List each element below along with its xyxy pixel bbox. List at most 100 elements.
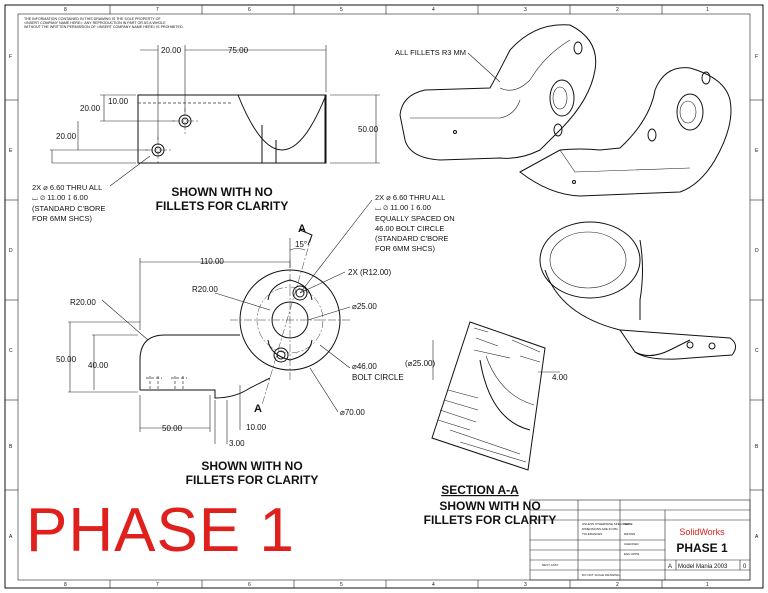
svg-text:FILLETS FOR CLARITY: FILLETS FOR CLARITY [424,513,557,527]
svg-text:DRAWN: DRAWN [624,532,635,536]
drawing-title: PHASE 1 [676,541,728,555]
svg-text:8: 8 [64,582,67,588]
svg-text:8: 8 [64,7,67,13]
svg-text:BOLT CIRCLE: BOLT CIRCLE [352,373,404,382]
svg-text:4.00: 4.00 [552,373,568,382]
svg-text:⌴ ⌀ 11.00 ↧ 6.00: ⌴ ⌀ 11.00 ↧ 6.00 [375,203,431,212]
section-a-a: (⌀25.00) 4.00 SECTION A-A SHOWN WITH NO … [405,321,568,527]
top-view: 20.00 75.00 10.00 20.00 20.00 50.00 2X ⌀… [32,45,380,223]
svg-text:E: E [9,148,13,154]
svg-text:20.00: 20.00 [56,132,77,141]
svg-text:6: 6 [248,7,251,13]
svg-text:DIMENSIONS ARE IN MM: DIMENSIONS ARE IN MM [582,527,618,531]
svg-text:D: D [755,248,759,254]
svg-text:3.00: 3.00 [229,439,245,448]
svg-text:75.00: 75.00 [228,46,249,55]
svg-text:4: 4 [432,582,435,588]
svg-text:NEXT ASSY: NEXT ASSY [542,563,559,567]
svg-text:B: B [755,444,759,450]
svg-text:<INSERT COMPANY NAME HERE>. AN: <INSERT COMPANY NAME HERE>. ANY REPRODUC… [24,21,166,25]
top-view-outline [137,94,327,164]
svg-text:4: 4 [432,7,435,13]
svg-text:110.00: 110.00 [200,257,224,266]
svg-text:A: A [9,534,13,540]
svg-text:DO NOT SCALE DRAWING: DO NOT SCALE DRAWING [582,573,620,577]
section-label-top: A [298,223,306,235]
svg-text:20.00: 20.00 [161,46,182,55]
svg-text:⌀46.00: ⌀46.00 [352,362,377,371]
svg-text:E: E [755,148,759,154]
svg-text:2X ⌀ 6.60 THRU ALL: 2X ⌀ 6.60 THRU ALL [32,183,102,192]
svg-text:THE INFORMATION CONTAINED IN T: THE INFORMATION CONTAINED IN THIS DRAWIN… [24,17,161,21]
svg-text:1: 1 [706,7,709,13]
zone-ticks [5,5,763,588]
svg-text:CHECKED: CHECKED [624,542,640,546]
svg-text:C: C [755,348,759,354]
svg-text:(⌀25.00): (⌀25.00) [405,359,436,368]
svg-text:40.00: 40.00 [88,361,109,370]
svg-text:46.00 BOLT CIRCLE: 46.00 BOLT CIRCLE [375,224,444,233]
svg-text:1: 1 [706,582,709,588]
phase-banner: PHASE 1 [26,496,295,565]
svg-text:ALL FILLETS R3 MM: ALL FILLETS R3 MM [395,48,466,57]
iso-view-2 [519,67,732,197]
iso-view-1: ALL FILLETS R3 MM [395,24,597,161]
inner-border [17,13,751,581]
svg-text:50.00: 50.00 [358,125,379,134]
svg-text:SHOWN WITH NO: SHOWN WITH NO [439,499,540,513]
svg-text:10.00: 10.00 [246,423,267,432]
svg-text:2: 2 [616,582,619,588]
svg-text:3: 3 [524,582,527,588]
svg-text:ENG APPR: ENG APPR [624,552,640,556]
svg-text:⌴ ⌀ 11.00 ↧ 6.00: ⌴ ⌀ 11.00 ↧ 6.00 [32,193,88,202]
svg-text:FOR 6MM SHCS): FOR 6MM SHCS) [32,214,93,223]
svg-text:A: A [755,534,759,540]
front-view: 110.00 50.00 40.00 R20.00 R20.00 50.00 3… [56,193,455,487]
svg-text:2X ⌀ 6.60 THRU ALL: 2X ⌀ 6.60 THRU ALL [375,193,445,202]
svg-text:7: 7 [156,582,159,588]
svg-text:0: 0 [743,564,747,570]
svg-text:UNLESS OTHERWISE SPECIFIED: UNLESS OTHERWISE SPECIFIED [582,522,630,526]
svg-text:B: B [9,444,13,450]
svg-text:2: 2 [616,7,619,13]
svg-text:FOR 6MM SHCS): FOR 6MM SHCS) [375,244,436,253]
section-label-bottom: A [254,403,262,415]
svg-text:2X (R12.00): 2X (R12.00) [348,268,391,277]
svg-text:20.00: 20.00 [80,104,101,113]
svg-text:⌀70.00: ⌀70.00 [340,408,365,417]
svg-text:(STANDARD C'BORE: (STANDARD C'BORE [375,234,448,243]
svg-text:50.00: 50.00 [56,355,77,364]
section-cut-line [261,234,313,406]
svg-text:NAME: NAME [624,522,633,526]
svg-text:⌀25.00: ⌀25.00 [352,302,377,311]
svg-text:6: 6 [248,582,251,588]
svg-text:Model Mania 2003: Model Mania 2003 [678,564,728,570]
svg-text:(STANDARD C'BORE: (STANDARD C'BORE [32,204,105,213]
section-outline [431,321,546,471]
iso-view-3 [539,221,736,360]
svg-text:WITHOUT THE WRITTEN PERMISSION: WITHOUT THE WRITTEN PERMISSION OF <INSER… [24,25,184,29]
svg-text:10.00: 10.00 [108,97,129,106]
svg-text:FILLETS FOR CLARITY: FILLETS FOR CLARITY [156,199,289,213]
svg-text:50.00: 50.00 [162,424,183,433]
svg-text:SHOWN WITH NO: SHOWN WITH NO [201,459,302,473]
proprietary-note: THE INFORMATION CONTAINED IN THIS DRAWIN… [24,17,184,29]
svg-text:15°: 15° [295,240,307,249]
bolt-circle [256,286,324,354]
svg-text:D: D [9,248,13,254]
svg-text:5: 5 [340,7,343,13]
company-name: SolidWorks [679,527,725,537]
svg-text:C: C [9,348,13,354]
svg-text:3: 3 [524,7,527,13]
svg-text:TOLERANCES: TOLERANCES [582,532,602,536]
svg-text:SHOWN WITH NO: SHOWN WITH NO [171,185,272,199]
svg-text:R20.00: R20.00 [70,298,96,307]
svg-text:7: 7 [156,7,159,13]
svg-text:F: F [9,54,12,60]
svg-text:FILLETS FOR CLARITY: FILLETS FOR CLARITY [186,473,319,487]
svg-text:5: 5 [340,582,343,588]
svg-text:R20.00: R20.00 [192,285,218,294]
svg-text:EQUALLY SPACED ON: EQUALLY SPACED ON [375,214,455,223]
